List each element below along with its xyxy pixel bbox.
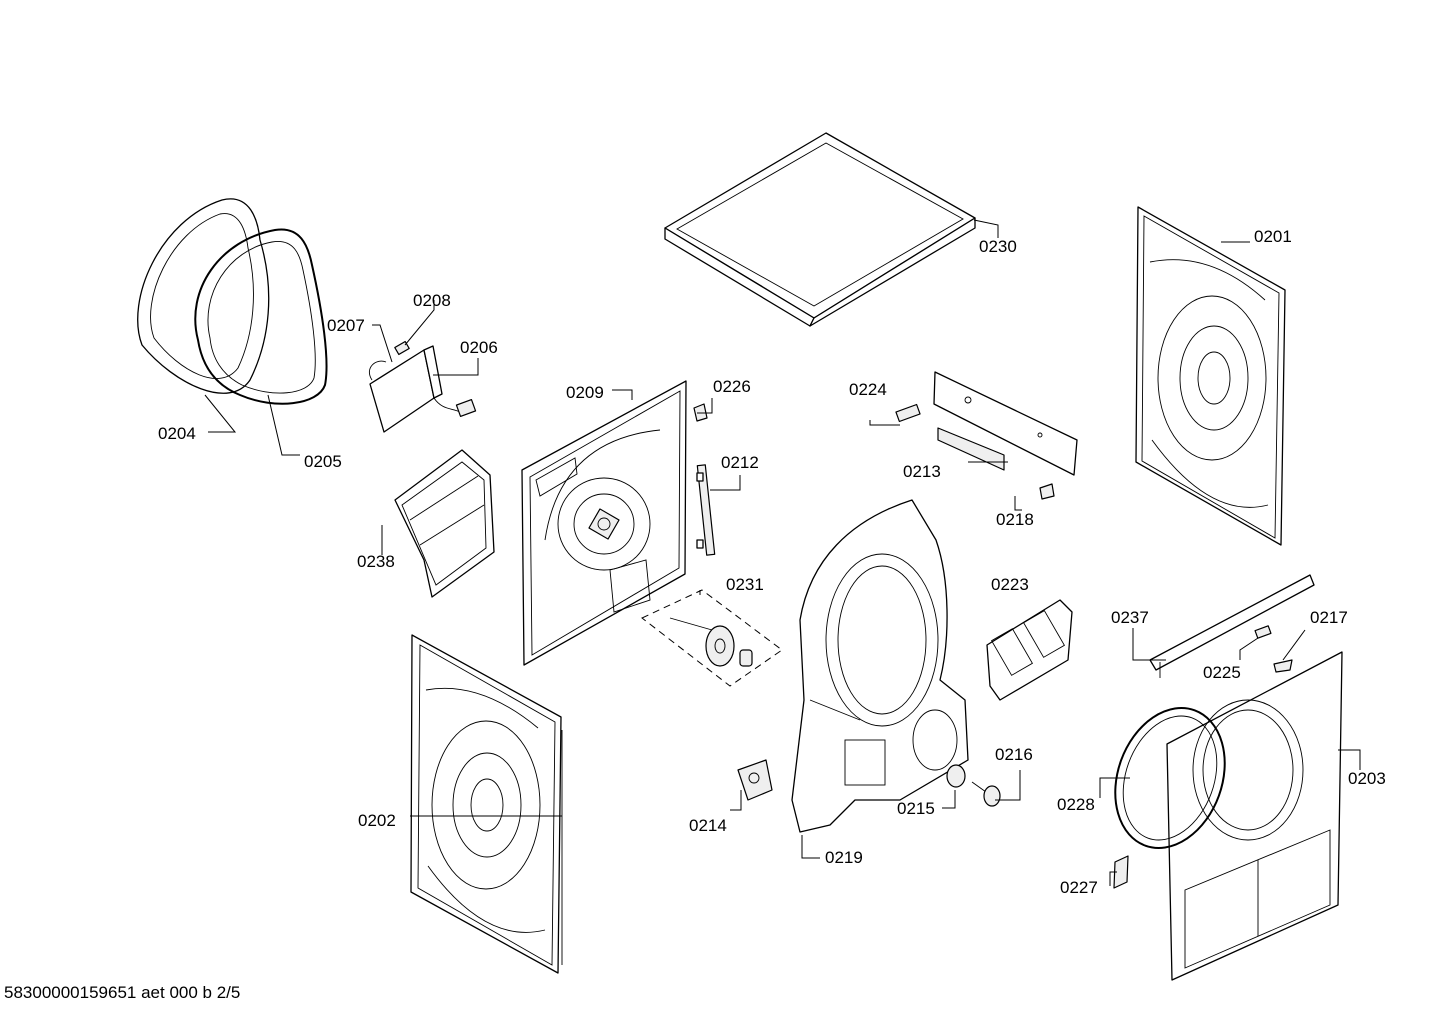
part-0230-top-cover [664, 132, 976, 327]
part-0224-sensor [895, 403, 921, 423]
part-0212-bracket [696, 464, 716, 556]
part-0223-filter [986, 599, 1073, 701]
label-0217: 0217 [1310, 608, 1348, 627]
label-0207: 0207 [327, 316, 365, 335]
label-0218: 0218 [996, 510, 1034, 529]
label-0201: 0201 [1254, 227, 1292, 246]
label-0219: 0219 [825, 848, 863, 867]
part-0214-pump [737, 759, 773, 801]
label-0227: 0227 [1060, 878, 1098, 897]
label-0237: 0237 [1111, 608, 1149, 627]
label-0214: 0214 [689, 816, 727, 835]
label-0230: 0230 [979, 237, 1017, 256]
callout-labels: 0201 0230 0208 0207 0206 0209 0226 0224 … [158, 227, 1386, 897]
label-0226: 0226 [713, 377, 751, 396]
label-0203: 0203 [1348, 769, 1386, 788]
label-0213: 0213 [903, 462, 941, 481]
part-0231-fan-group [641, 589, 783, 687]
document-id: 58300000159651 aet 000 b 2/5 [4, 983, 240, 1002]
label-0216: 0216 [995, 745, 1033, 764]
part-0205-gasket-ring [194, 228, 328, 405]
part-0215-knob [946, 764, 966, 788]
label-0225: 0225 [1203, 663, 1241, 682]
label-0238: 0238 [357, 552, 395, 571]
part-0216-plug [971, 781, 1001, 807]
label-0224: 0224 [849, 380, 887, 399]
part-0218-clip [1039, 483, 1055, 500]
label-0204: 0204 [158, 424, 196, 443]
part-0209-rear-wall [521, 380, 687, 666]
part-0202-side-panel-left [410, 634, 563, 974]
part-0204-door-seal [137, 198, 270, 394]
part-0213-control-board [933, 371, 1078, 476]
label-0231: 0231 [726, 575, 764, 594]
label-0223: 0223 [991, 575, 1029, 594]
part-0228-door-gasket [1114, 707, 1226, 849]
label-0202: 0202 [358, 811, 396, 830]
part-0217-clip [1273, 659, 1293, 673]
label-0228: 0228 [1057, 795, 1095, 814]
part-0225-clip [1254, 625, 1272, 639]
label-0212: 0212 [721, 453, 759, 472]
part-0237-cross-rail [1149, 574, 1315, 678]
part-0238-air-duct [394, 449, 495, 598]
part-0203-front-panel [1166, 651, 1343, 981]
leader-lines [204, 219, 1361, 886]
label-0206: 0206 [460, 338, 498, 357]
part-0201-side-panel-right [1135, 206, 1286, 546]
label-0205: 0205 [304, 452, 342, 471]
part-0227-bracket [1113, 855, 1129, 889]
label-0208: 0208 [413, 291, 451, 310]
part-0219-bearing-frame [791, 499, 969, 833]
label-0209: 0209 [566, 383, 604, 402]
label-0215: 0215 [897, 799, 935, 818]
